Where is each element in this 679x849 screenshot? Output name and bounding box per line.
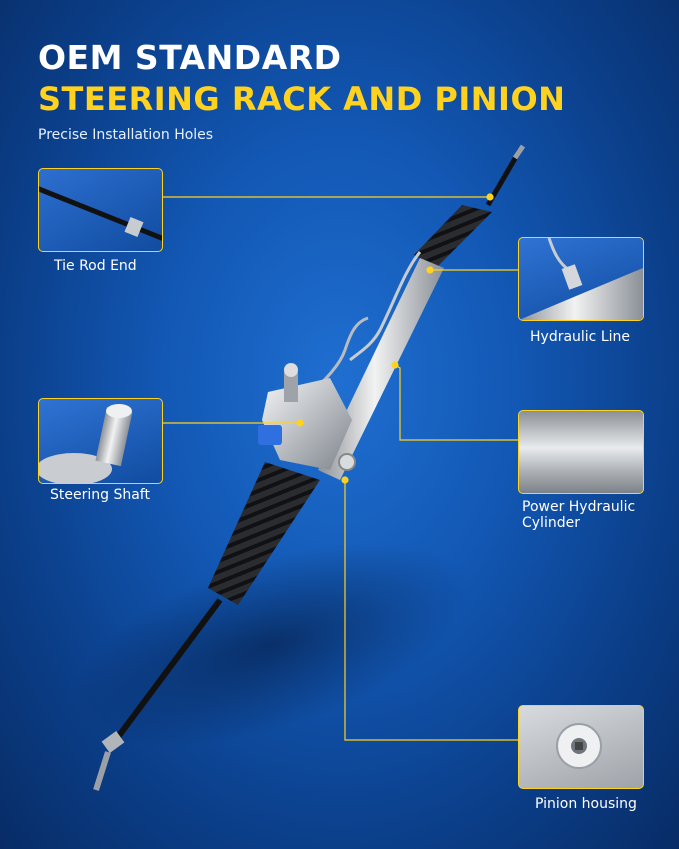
subtitle: Precise Installation Holes: [38, 127, 214, 143]
tie-rod-end-icon: [39, 186, 162, 241]
label-power-cylinder: Power Hydraulic Cylinder: [522, 499, 635, 531]
label-power-cylinder-line1: Power Hydraulic: [522, 499, 636, 515]
blue-port-cap: [258, 425, 282, 445]
label-pinion-housing: Pinion housing: [535, 796, 637, 812]
thumb-steering-shaft: [38, 398, 163, 484]
lower-bellows: [208, 462, 320, 605]
pinion-housing-icon: [556, 723, 602, 769]
label-power-cylinder-line2: Cylinder: [522, 515, 580, 531]
hydraulic-line-pipe: [349, 251, 422, 362]
title-line2: STEERING RACK AND PINION: [38, 80, 566, 118]
connector-pinion-housing: [344, 480, 518, 741]
lower-tie-rod: [109, 598, 223, 747]
upper-bellows: [414, 205, 492, 268]
label-hydraulic-line: Hydraulic Line: [530, 329, 631, 345]
label-steering-shaft: Steering Shaft: [50, 487, 150, 503]
thumb-tie-rod-end: [38, 168, 163, 252]
steering-shaft-icon: [39, 404, 133, 483]
label-tie-rod-end: Tie Rod End: [54, 258, 137, 274]
title-line1: OEM STANDARD: [38, 38, 342, 77]
hydraulic-line-icon: [519, 238, 643, 320]
thumb-power-cylinder: [518, 410, 644, 494]
connector-power-cylinder: [394, 364, 518, 441]
thumb-hydraulic-line: [518, 237, 644, 321]
thumb-pinion-housing: [518, 705, 644, 789]
